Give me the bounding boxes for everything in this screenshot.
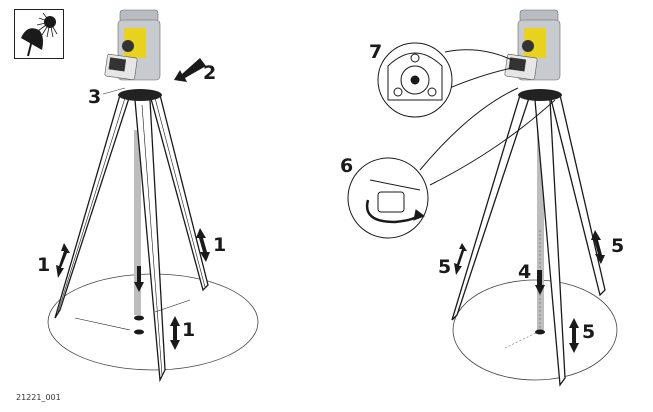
figure-id: 21221_001 [16, 393, 61, 402]
callout-7: 7 [369, 41, 383, 63]
sun-and-umbrella-icon [14, 9, 64, 59]
right-tripod [347, 9, 618, 387]
left-tripod [47, 9, 259, 383]
callout-1-left-leg: 1 [37, 254, 51, 276]
total-station-left [104, 9, 161, 81]
callout-1-front-leg: 1 [182, 319, 196, 341]
total-station-right [504, 9, 561, 81]
footscrew-detail [347, 87, 556, 239]
callout-4: 4 [518, 261, 532, 283]
callout-5-front-leg: 5 [582, 321, 596, 343]
callout-1-right-leg: 1 [213, 234, 227, 256]
callout-6: 6 [340, 155, 354, 177]
callout-3: 3 [88, 86, 102, 108]
circular-level-detail [377, 42, 513, 118]
callout-5-left-leg: 5 [438, 256, 452, 278]
callout-5-right-leg: 5 [611, 235, 625, 257]
callout-2: 2 [203, 62, 217, 84]
